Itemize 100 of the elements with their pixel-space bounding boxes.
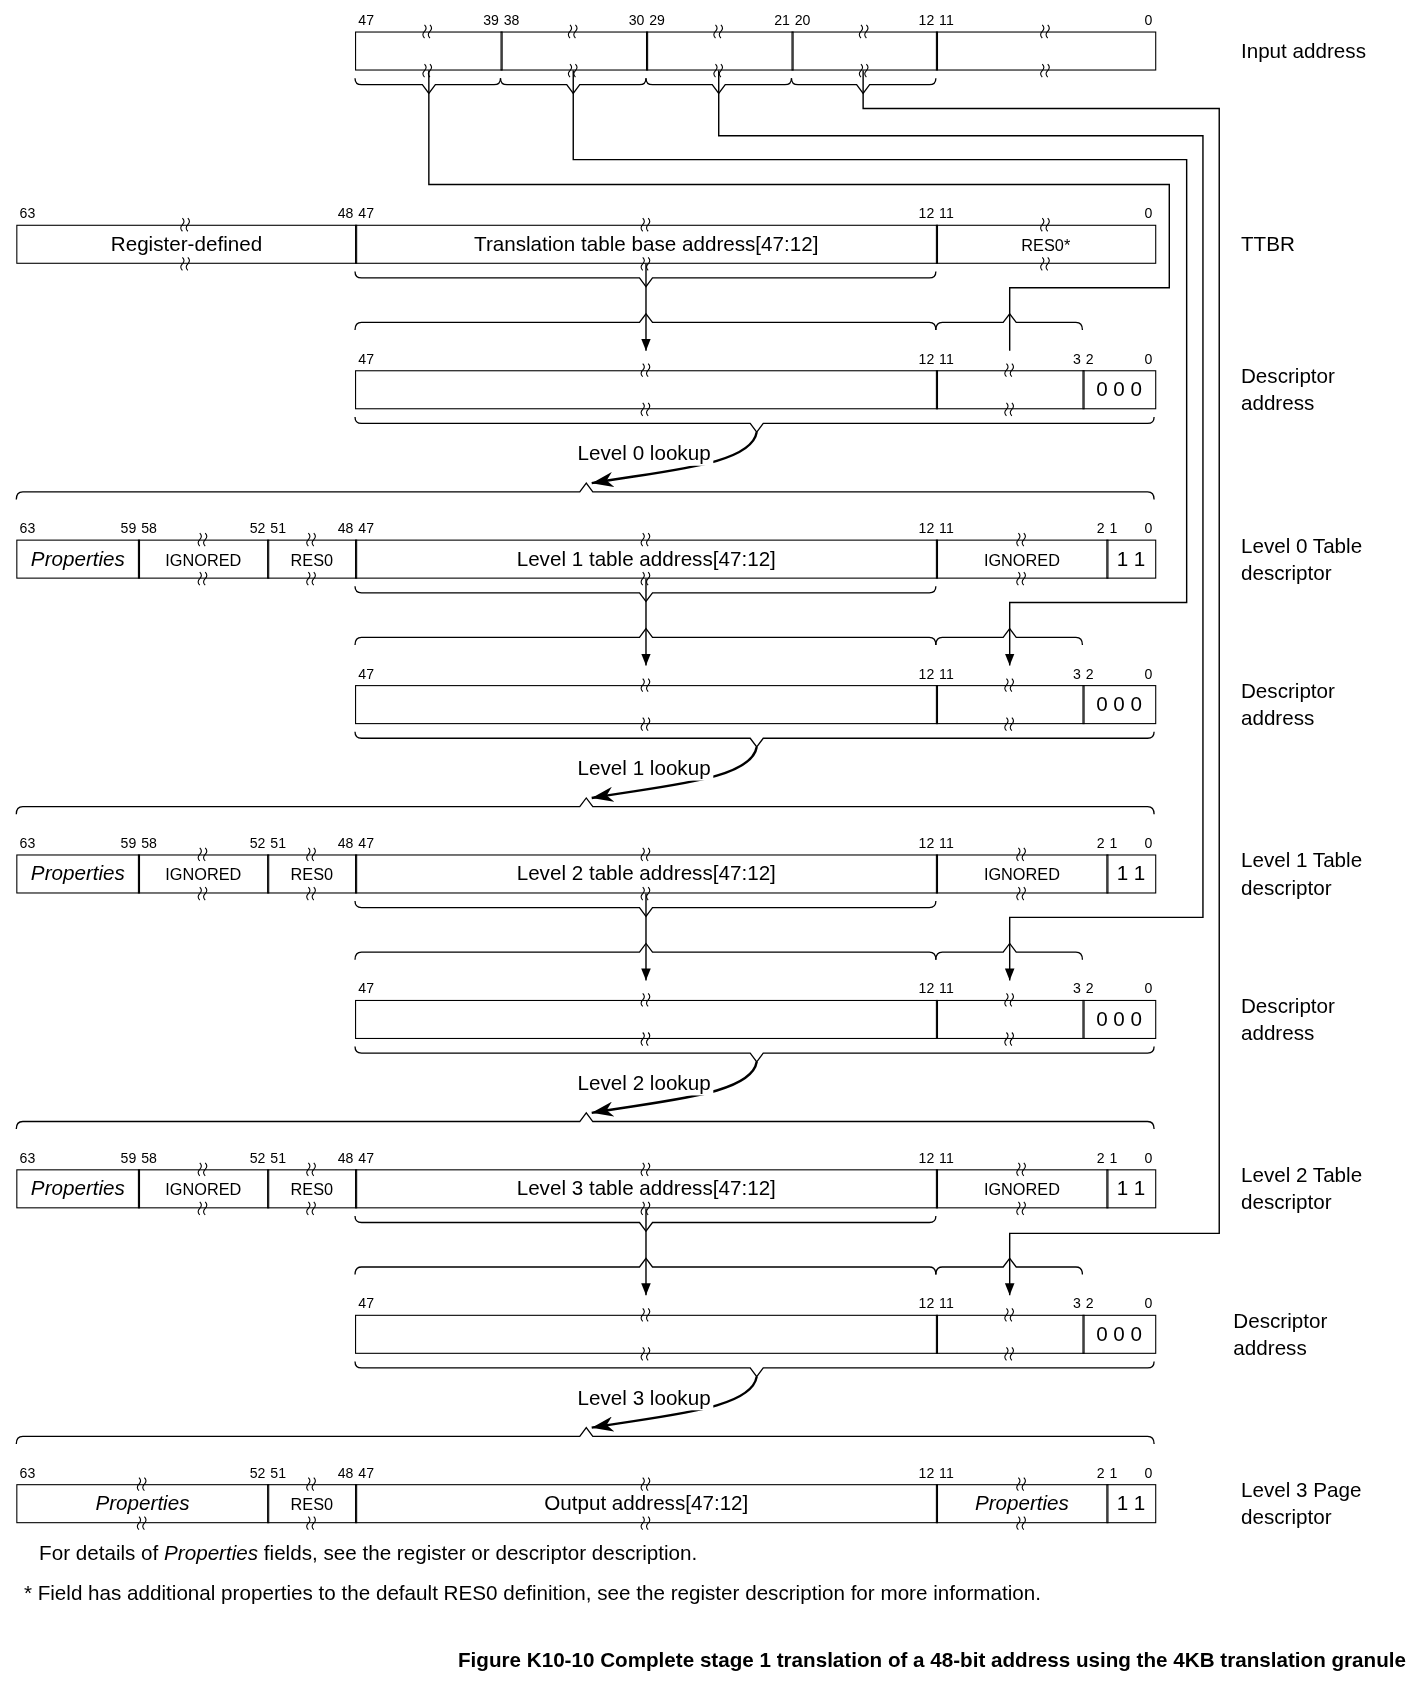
bit-number: 11 (939, 980, 954, 998)
register-name: TTBR (1240, 231, 1296, 258)
bit-number: 2 (1085, 350, 1094, 369)
bit-number: 3 (1072, 980, 1081, 998)
bit-number: 51 (270, 520, 287, 538)
bit-number: 0 (1144, 350, 1153, 369)
bit-number: 47 (358, 1149, 374, 1168)
bit-number: 2 (1085, 980, 1094, 998)
bit-number: 51 (270, 1464, 287, 1482)
register-name: Level 2 Table descriptor (1240, 1162, 1364, 1216)
bit-number: 3 (1072, 350, 1081, 369)
bit-number: 2 (1085, 1295, 1094, 1313)
bit-number: 0 (1144, 1464, 1153, 1482)
bit-number: 0 (1144, 834, 1153, 853)
bit-number: 3 (1072, 1295, 1081, 1313)
bit-number: 48 (337, 834, 354, 853)
bit-number: 47 (358, 980, 374, 998)
bit-number: 51 (270, 834, 287, 853)
bit-number: 1 (1109, 520, 1118, 538)
connector-line (862, 69, 1220, 1296)
bit-number: 12 (918, 205, 935, 223)
bit-number: 47 (358, 665, 374, 683)
bit-number: 20 (794, 11, 811, 30)
bit-number: 59 (120, 520, 137, 538)
bit-number: 11 (939, 1295, 954, 1313)
bit-number: 2 (1096, 520, 1105, 538)
bit-number: 21 (774, 11, 790, 30)
bit-number: 47 (358, 11, 374, 30)
bit-number: 0 (1144, 520, 1153, 538)
bit-number: 47 (358, 520, 374, 538)
bit-number: 11 (939, 665, 954, 683)
bit-number: 12 (918, 350, 935, 369)
register-name: Descriptor address (1240, 363, 1336, 417)
bit-number: 52 (249, 1464, 266, 1482)
bit-number: 0 (1144, 1295, 1153, 1313)
bit-number: 1 (1109, 834, 1118, 853)
bit-number: 11 (939, 205, 954, 223)
bit-number: 11 (939, 350, 954, 369)
connector-line (641, 1207, 651, 1296)
bit-number: 29 (649, 11, 665, 30)
bit-number: 63 (19, 1464, 36, 1482)
bit-number: 12 (918, 834, 935, 853)
bit-number: 12 (918, 665, 935, 683)
bit-number: 2 (1096, 834, 1105, 853)
bit-number: 59 (120, 1149, 137, 1168)
connector-line (641, 263, 651, 352)
bit-number: 59 (120, 834, 137, 853)
bit-number: 2 (1096, 1149, 1105, 1168)
bit-number: 0 (1144, 205, 1153, 223)
lookup-arrow (591, 746, 758, 804)
bit-number: 0 (1144, 11, 1153, 30)
bit-number: 12 (918, 11, 935, 30)
bit-number: 63 (19, 1149, 36, 1168)
bit-number: 12 (918, 1149, 935, 1168)
bit-number: 1 (1109, 1464, 1118, 1482)
register-name: Descriptor address (1233, 1308, 1329, 1362)
figure-caption: Figure K10-10 Complete stage 1 translation of a 48-bit address using the 4KB translation granule (458, 1648, 1406, 1672)
bit-number: 11 (939, 834, 954, 853)
register-name: Level 1 Table descriptor (1240, 848, 1364, 901)
bit-number: 2 (1096, 1464, 1105, 1482)
bit-number: 47 (358, 350, 374, 369)
bit-number: 47 (358, 205, 374, 223)
bit-number: 63 (19, 834, 36, 853)
lookup-arrow (591, 1376, 758, 1433)
bit-number: 12 (918, 1295, 935, 1313)
bit-number: 47 (358, 1464, 374, 1482)
lookup-arrow (591, 431, 758, 489)
register-name: Input address (1240, 38, 1367, 65)
connector-line (718, 69, 1204, 982)
bit-number: 30 (628, 11, 645, 30)
bit-number: 38 (503, 11, 520, 30)
register-name: Descriptor address (1240, 678, 1336, 732)
bit-number: 3 (1072, 665, 1081, 683)
note-text: * Field has additional properties to the default RES0 definition, see the register description for more information. (23, 1581, 1041, 1606)
connector-line (428, 69, 1170, 352)
connector-line (641, 577, 651, 667)
bit-number: 47 (358, 834, 374, 853)
bit-number: 52 (249, 520, 266, 538)
bit-number: 58 (141, 520, 157, 538)
bit-number: 11 (939, 520, 954, 538)
register-name: Descriptor address (1240, 993, 1336, 1047)
bit-number: 47 (358, 1295, 374, 1313)
bit-number: 52 (249, 834, 266, 853)
bit-number: 52 (249, 1149, 266, 1168)
bit-field: 0 0 0 (1082, 999, 1156, 1039)
bit-number: 2 (1085, 665, 1094, 683)
bit-number: 58 (141, 1149, 157, 1168)
bit-number: 1 (1109, 1149, 1118, 1168)
register-name: Level 3 Page descriptor (1240, 1477, 1363, 1531)
bit-number: 11 (939, 11, 954, 30)
bit-number: 48 (337, 1464, 354, 1482)
bit-number: 48 (337, 520, 354, 538)
bit-number: 39 (483, 11, 499, 30)
bit-number: 12 (918, 1464, 935, 1482)
connector-line (572, 69, 1188, 667)
lookup-arrow (591, 1061, 758, 1118)
note-text: For details of Properties fields, see the register or descriptor description. (39, 1541, 698, 1566)
bit-number: 58 (141, 834, 157, 853)
register-name: Level 0 Table descriptor (1240, 533, 1364, 587)
bit-number: 0 (1144, 980, 1153, 998)
